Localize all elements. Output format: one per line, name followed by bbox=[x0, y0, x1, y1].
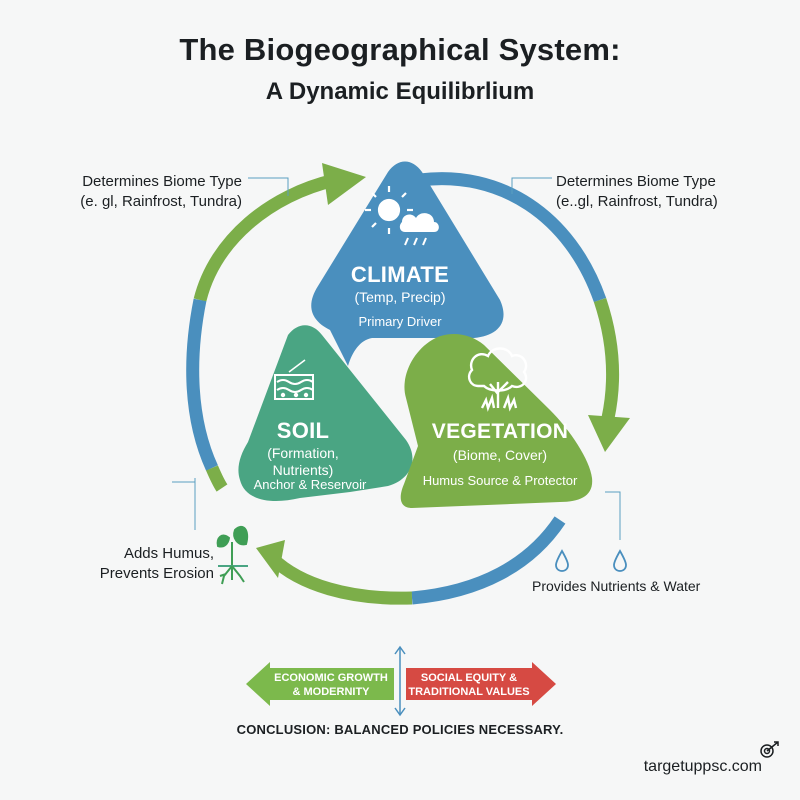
note-top-right-line1: Determines Biome Type bbox=[556, 173, 716, 190]
water-drop-icon bbox=[613, 549, 627, 572]
note-bottom-right-line1: Provides Nutrients & Water bbox=[532, 578, 701, 594]
climate-role: Primary Driver bbox=[358, 314, 442, 329]
climate-shape bbox=[311, 161, 504, 366]
plant-roots-icon bbox=[216, 525, 249, 585]
arrowhead-right bbox=[588, 415, 630, 452]
social-equity-line1: SOCIAL EQUITY & bbox=[420, 672, 518, 684]
arrow-climate-to-vegetation bbox=[593, 297, 620, 420]
note-top-left-line1: Determines Biome Type bbox=[82, 173, 242, 190]
note-bottom-left: Adds Humus, Prevents Erosion bbox=[84, 544, 214, 584]
climate-subtitle: (Temp, Precip) bbox=[354, 289, 446, 305]
note-bottom-left-line2: Prevents Erosion bbox=[99, 565, 214, 582]
soil-title: SOIL bbox=[276, 418, 330, 443]
social-equity-line2: TRADITIONAL VALUES bbox=[408, 686, 530, 698]
climate-title: CLIMATE bbox=[350, 262, 450, 287]
brand-link[interactable]: targetuppsc.com bbox=[643, 758, 762, 775]
vegetation-title: VEGETATION bbox=[431, 420, 569, 443]
social-equity-label: SOCIAL EQUITY & TRADITIONAL VALUES bbox=[406, 671, 532, 699]
arc-left-blue bbox=[186, 298, 218, 471]
note-bottom-right: Provides Nutrients & Water bbox=[532, 576, 732, 596]
page-subtitle: A Dynamic Equilibrlium bbox=[265, 78, 535, 105]
economic-growth-line2: & MODERNITY bbox=[292, 686, 370, 698]
rain-cloud-icon bbox=[399, 213, 439, 246]
vegetation-shape bbox=[400, 333, 593, 508]
target-icon bbox=[760, 741, 779, 758]
soil-subtitle-2: Nutrients) bbox=[272, 462, 334, 478]
note-top-left: Determines Biome Type (e. gl, Rainfrost,… bbox=[60, 172, 242, 212]
economic-growth-label: ECONOMIC GROWTH & MODERNITY bbox=[268, 671, 394, 699]
balance-divider-icon bbox=[394, 645, 406, 717]
vegetation-role: Humus Source & Protector bbox=[422, 473, 578, 488]
arrow-vegetation-to-soil bbox=[267, 553, 413, 605]
note-bottom-left-line1: Adds Humus, bbox=[123, 545, 214, 562]
note-top-right: Determines Biome Type (e..gl, Rainfrost,… bbox=[556, 172, 756, 212]
water-drop-icon bbox=[555, 549, 569, 572]
page-title: The Biogeographical System: bbox=[179, 32, 621, 67]
conclusion-text: CONCLUSION: BALANCED POLICIES NECESSARY. bbox=[236, 722, 564, 737]
note-top-right-line2: (e..gl, Rainfrost, Tundra) bbox=[556, 193, 718, 210]
tree-icon bbox=[467, 347, 528, 412]
vegetation-subtitle: (Biome, Cover) bbox=[452, 447, 548, 463]
economic-growth-line1: ECONOMIC GROWTH bbox=[274, 672, 388, 684]
soil-subtitle-1: (Formation, bbox=[267, 445, 339, 461]
cycle-arrows bbox=[186, 172, 620, 605]
soil-role: Anchor & Reservoir bbox=[253, 477, 367, 492]
arrowhead-top bbox=[322, 163, 366, 205]
leader-lines bbox=[172, 177, 621, 540]
arrowhead-left bbox=[256, 540, 285, 578]
arc-bottom-blue bbox=[411, 516, 566, 605]
note-top-left-line2: (e. gl, Rainfrost, Tundra) bbox=[80, 193, 242, 210]
arc-left-green bbox=[206, 465, 228, 492]
soil-layers-icon bbox=[274, 359, 314, 400]
economic-arrow-shape bbox=[246, 662, 394, 706]
arc-right-blue bbox=[419, 172, 607, 303]
arrow-soil-to-climate bbox=[193, 173, 337, 302]
soil-shape bbox=[238, 325, 413, 501]
social-arrow-shape bbox=[406, 662, 556, 706]
